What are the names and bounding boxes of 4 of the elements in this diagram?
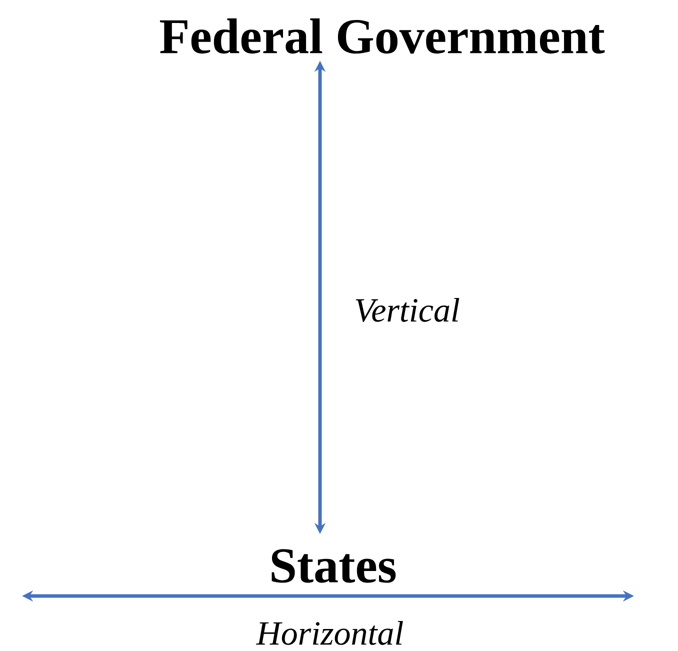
- edge-label: Vertical: [356, 298, 460, 322]
- heading-text: Federal Government: [160, 18, 605, 54]
- axis-label: Horizontal: [256, 621, 403, 645]
- heading-text: States: [272, 549, 396, 583]
